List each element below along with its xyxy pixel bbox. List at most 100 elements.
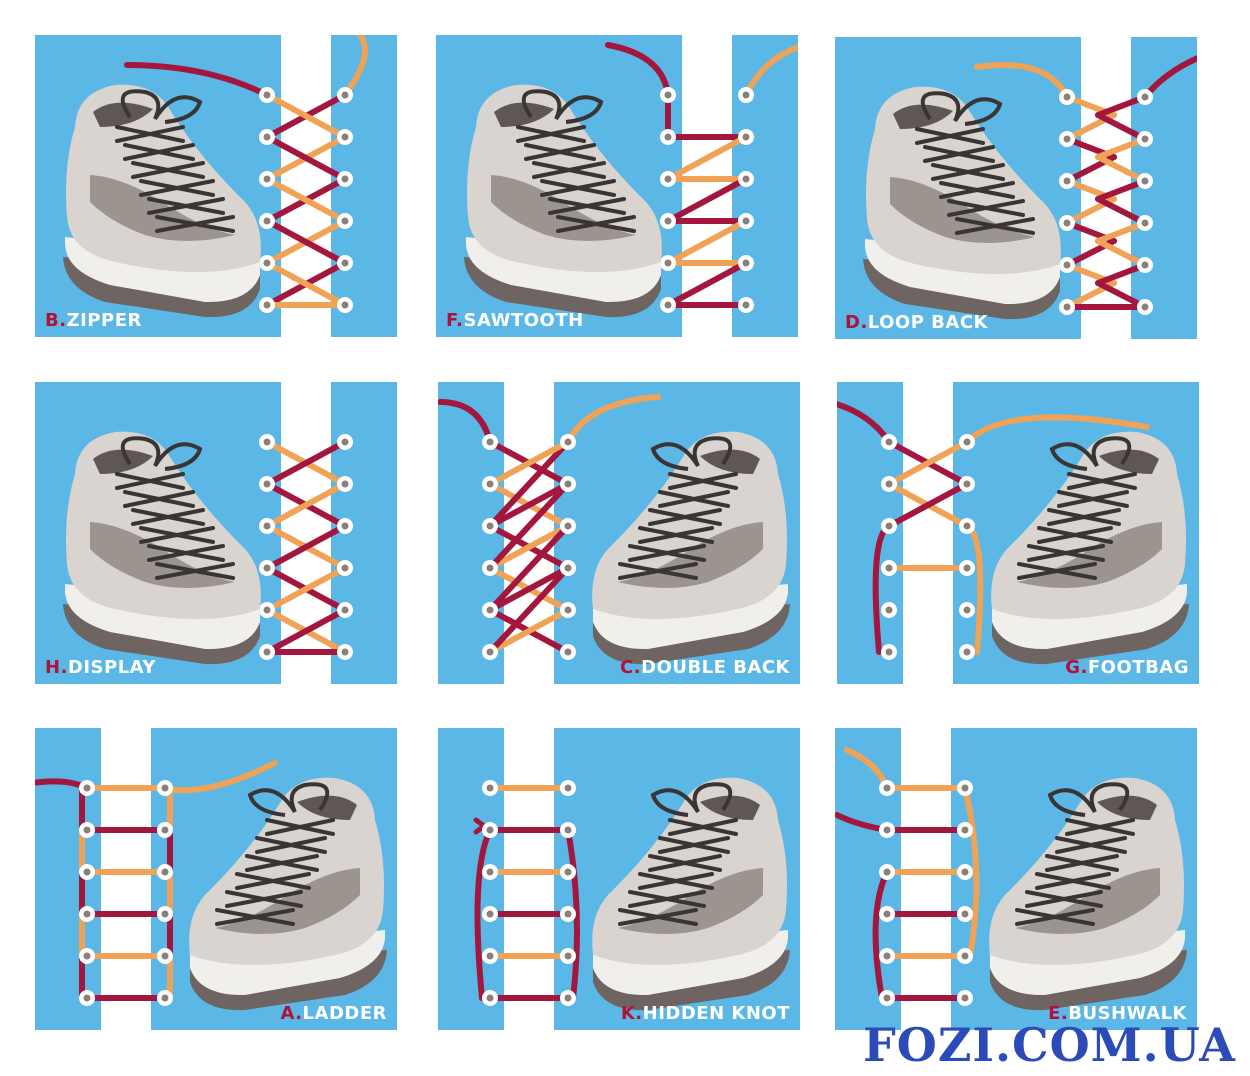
eyelet-hole-icon: [963, 606, 971, 614]
lace-segment: [264, 523, 348, 571]
eyelet-hole-icon: [486, 826, 494, 834]
lace-segment: [487, 565, 571, 613]
eyelet-hole-icon: [664, 91, 672, 99]
panel-sawtooth: F.SAWTOOTH: [436, 35, 798, 337]
caption-double-back: C.DOUBLE BACK: [620, 657, 790, 678]
eyelet-hole-icon: [564, 868, 572, 876]
lace-end: [974, 62, 1070, 100]
eyelet-hole-icon: [963, 564, 971, 572]
sneaker-icon: [863, 86, 1061, 320]
shoe-lace-segment: [915, 127, 985, 145]
lacing-strip: [901, 728, 951, 1030]
lace-segment: [1095, 280, 1148, 310]
eyelet-hole-icon: [885, 606, 893, 614]
lace-segment: [886, 481, 970, 529]
lacing-strip: [903, 382, 953, 684]
eyelet-hole-icon: [486, 648, 494, 656]
eyelet-hole-icon: [263, 606, 271, 614]
lace-segment: [1095, 94, 1148, 118]
eyelet-hole-icon: [263, 217, 271, 225]
panel-hidden-knot: K.HIDDEN KNOT: [438, 728, 800, 1030]
eyelet-hole-icon: [486, 994, 494, 1002]
shoe-lace-segment: [1025, 890, 1103, 908]
eyelet-hole-icon: [564, 480, 572, 488]
lace-segment: [1095, 220, 1148, 244]
lace-segment: [264, 134, 348, 182]
lace-segment: [487, 439, 571, 529]
lace-end: [162, 760, 278, 794]
eyelet-hole-icon: [963, 438, 971, 446]
shoe-lace-segment: [648, 854, 722, 872]
eyelet-hole-icon: [564, 564, 572, 572]
loop-back-illustration: [863, 37, 1197, 339]
lace-end: [565, 827, 580, 1001]
collar-shape: [893, 104, 953, 129]
sneaker-icon: [989, 777, 1187, 1011]
lace-end: [438, 399, 493, 445]
shoe-bow-shape: [120, 89, 203, 124]
eyelet-hole-icon: [161, 826, 169, 834]
lace-segment: [487, 607, 571, 655]
lace-segment: [665, 218, 749, 266]
shoe-lace-segment: [628, 890, 706, 908]
collar-shape: [93, 449, 153, 474]
eyelet-hole-icon: [664, 133, 672, 141]
eyelet-hole-icon: [341, 133, 349, 141]
shoe-lace-segment: [532, 161, 606, 179]
panel-double-back: C.DOUBLE BACK: [438, 382, 800, 684]
lace-segment: [487, 481, 571, 571]
ladder-illustration: [35, 728, 387, 1030]
eyelet-hole-icon: [664, 301, 672, 309]
eyelet-hole-icon: [161, 784, 169, 792]
lace-segment: [665, 260, 749, 308]
eyelet-hole-icon: [742, 259, 750, 267]
lace-segment: [1095, 154, 1148, 184]
shoe-lace-segment: [147, 544, 225, 562]
shoe-bow-shape: [920, 91, 1003, 126]
eyelet-hole-icon: [742, 301, 750, 309]
shoe-lace-segment: [658, 836, 730, 854]
lace-end: [837, 401, 892, 445]
panel-ladder: A.LADDER: [35, 728, 397, 1030]
shoe-lace-segment: [540, 179, 616, 197]
eyelet-hole-icon: [885, 648, 893, 656]
eyelet-hole-icon: [664, 175, 672, 183]
eyelet-hole-icon: [1141, 177, 1149, 185]
eyelet-hole-icon: [486, 606, 494, 614]
shoe-bow-shape: [247, 782, 330, 817]
caption-footbag: G.FOOTBAG: [1065, 657, 1189, 678]
lace-segment: [487, 523, 571, 613]
lace-end: [1142, 55, 1197, 100]
panel-loop-back: D.LOOP BACK: [835, 37, 1197, 339]
shoe-lace-segment: [638, 872, 714, 890]
sneaker-icon: [991, 431, 1189, 665]
shoe-lace-segment: [923, 145, 995, 163]
collar-shape: [1097, 795, 1157, 820]
eyelet-hole-icon: [564, 606, 572, 614]
eyelet-hole-icon: [1063, 303, 1071, 311]
eyelet-hole-icon: [161, 868, 169, 876]
shoe-lace-segment: [658, 490, 730, 508]
lace-segment: [487, 481, 571, 529]
eyelet-hole-icon: [963, 522, 971, 530]
caption-ladder: A.LADDER: [280, 1003, 387, 1024]
eyelet-hole-icon: [83, 868, 91, 876]
lace-segment: [1095, 238, 1148, 268]
lace-end: [962, 785, 980, 959]
shoe-lace-segment: [1017, 562, 1097, 580]
eyelet-hole-icon: [564, 952, 572, 960]
eyelet-hole-icon: [1141, 303, 1149, 311]
shoe-lace-segment: [147, 197, 225, 215]
shoe-lace-segment: [225, 890, 303, 908]
eyelet-hole-icon: [564, 910, 572, 918]
eyelet-hole-icon: [161, 910, 169, 918]
shoe-lace-segment: [131, 508, 205, 526]
lace-end: [872, 869, 890, 1001]
double-back-illustration: [438, 382, 790, 684]
eyelet-hole-icon: [341, 91, 349, 99]
lace-end: [964, 414, 1150, 445]
collar-shape: [297, 795, 357, 820]
lace-end: [124, 62, 270, 98]
shoe-lace-segment: [1037, 526, 1113, 544]
shoe-lace-segment: [1045, 854, 1119, 872]
